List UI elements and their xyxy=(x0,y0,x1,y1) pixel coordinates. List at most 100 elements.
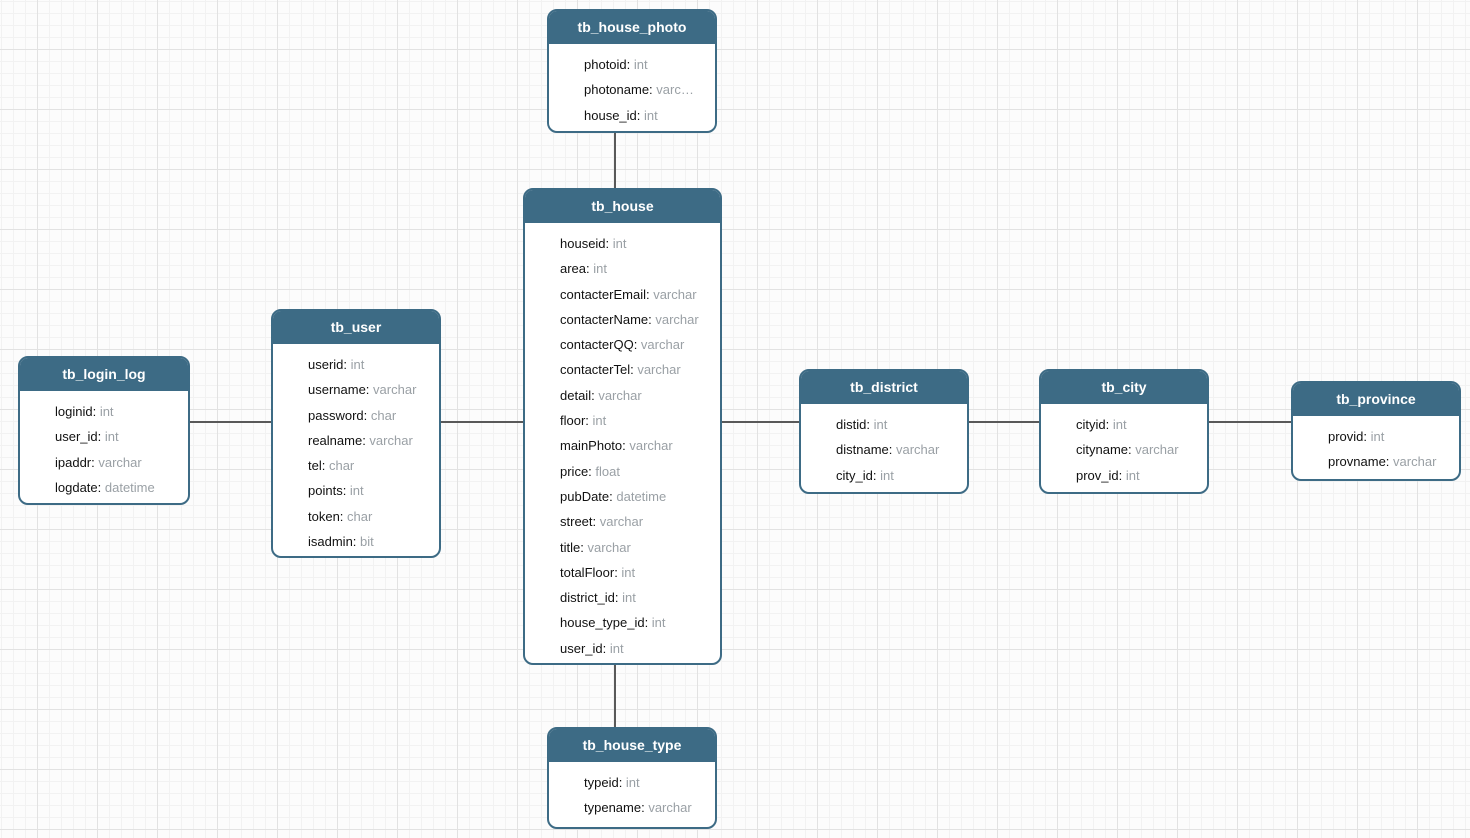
field-name-label: user_id: xyxy=(560,640,610,656)
field-tb_user-tel[interactable]: tel: char xyxy=(308,453,433,478)
field-type-label: varchar xyxy=(369,432,413,448)
field-tb_house-contacterName[interactable]: contacterName: varchar xyxy=(560,307,714,332)
field-tb_house-area[interactable]: area: int xyxy=(560,256,714,281)
entity-tb_user[interactable]: tb_user userid: int username: varchar pa… xyxy=(271,309,441,558)
field-type-label: char xyxy=(328,458,355,474)
field-tb_house-mainPhoto[interactable]: mainPhoto: varchar xyxy=(560,433,714,458)
field-type-label: varchar xyxy=(653,286,697,302)
field-tb_user-token[interactable]: token: char xyxy=(308,504,433,529)
entity-title: tb_province xyxy=(1336,391,1416,407)
connector-tb_user-to-tb_house[interactable] xyxy=(441,421,523,423)
entity-tb_house[interactable]: tb_house houseid: int area: int contacte… xyxy=(523,188,722,665)
field-name-label: points: xyxy=(308,483,350,499)
field-tb_login_log-user_id[interactable]: user_id: int xyxy=(55,424,182,449)
field-name-label: logdate: xyxy=(55,479,105,495)
field-tb_house-contacterEmail[interactable]: contacterEmail: varchar xyxy=(560,282,714,307)
field-tb_house-user_id[interactable]: user_id: int xyxy=(560,636,714,661)
entity-tb_house-header[interactable]: tb_house xyxy=(525,190,720,225)
field-type-label: bit xyxy=(360,534,374,550)
entity-tb_house_type-header[interactable]: tb_house_type xyxy=(549,729,715,764)
field-tb_login_log-ipaddr[interactable]: ipaddr: varchar xyxy=(55,450,182,475)
field-tb_house_type-typeid[interactable]: typeid: int xyxy=(584,770,709,795)
field-tb_house_photo-photoname[interactable]: photoname: varc… xyxy=(584,77,709,102)
field-tb_house_type-typename[interactable]: typename: varchar xyxy=(584,795,709,820)
field-name-label: district_id: xyxy=(560,590,623,606)
field-tb_city-cityid[interactable]: cityid: int xyxy=(1076,412,1201,437)
field-name-label: loginid: xyxy=(55,404,100,419)
field-type-label: datetime xyxy=(616,488,667,504)
field-tb_house_photo-house_id[interactable]: house_id: int xyxy=(584,103,709,128)
field-tb_house-contacterQQ[interactable]: contacterQQ: varchar xyxy=(560,332,714,357)
field-type-label: varchar xyxy=(637,362,681,378)
field-tb_login_log-loginid[interactable]: loginid: int xyxy=(55,399,182,424)
field-tb_city-prov_id[interactable]: prov_id: int xyxy=(1076,463,1201,488)
connector-tb_house-to-tb_district[interactable] xyxy=(722,421,799,423)
entity-tb_province-body: provid: int provname: varchar xyxy=(1293,418,1459,475)
field-tb_house-house_type_id[interactable]: house_type_id: int xyxy=(560,610,714,635)
entity-tb_house_photo-header[interactable]: tb_house_photo xyxy=(549,11,715,46)
field-type-label: int xyxy=(622,590,636,606)
field-tb_province-provid[interactable]: provid: int xyxy=(1328,424,1453,449)
field-tb_house-houseid[interactable]: houseid: int xyxy=(560,231,714,256)
field-tb_house-totalFloor[interactable]: totalFloor: int xyxy=(560,560,714,585)
entity-tb_house-body: houseid: int area: int contacterEmail: v… xyxy=(525,225,720,661)
field-name-label: cityname: xyxy=(1076,442,1136,458)
field-name-label: prov_id: xyxy=(1076,467,1126,483)
field-tb_login_log-logdate[interactable]: logdate: datetime xyxy=(55,475,182,500)
connector-tb_house_photo-to-tb_house[interactable] xyxy=(614,133,616,188)
field-tb_user-username[interactable]: username: varchar xyxy=(308,377,433,402)
field-name-label: tel: xyxy=(308,458,329,474)
entity-tb_province-header[interactable]: tb_province xyxy=(1293,383,1459,418)
field-name-label: contacterEmail: xyxy=(560,286,654,302)
field-name-label: house_type_id: xyxy=(560,615,652,631)
field-tb_district-distname[interactable]: distname: varchar xyxy=(836,437,961,462)
field-tb_house-floor[interactable]: floor: int xyxy=(560,408,714,433)
field-type-label: datetime xyxy=(104,479,155,495)
field-tb_house-street[interactable]: street: varchar xyxy=(560,509,714,534)
field-tb_district-city_id[interactable]: city_id: int xyxy=(836,463,961,488)
entity-tb_district[interactable]: tb_district distid: int distname: varcha… xyxy=(799,369,969,494)
field-tb_district-distid[interactable]: distid: int xyxy=(836,412,961,437)
field-tb_house-pubDate[interactable]: pubDate: datetime xyxy=(560,484,714,509)
field-type-label: varchar xyxy=(655,311,699,327)
field-tb_user-isadmin[interactable]: isadmin: bit xyxy=(308,529,433,554)
field-type-label: int xyxy=(880,467,894,483)
field-type-label: int xyxy=(1370,429,1385,444)
entity-tb_login_log[interactable]: tb_login_log loginid: int user_id: int i… xyxy=(18,356,190,505)
field-type-label: int xyxy=(633,57,648,72)
field-tb_house-detail[interactable]: detail: varchar xyxy=(560,383,714,408)
entity-tb_city[interactable]: tb_city cityid: int cityname: varchar pr… xyxy=(1039,369,1209,494)
field-type-label: int xyxy=(593,261,607,277)
field-name-label: detail: xyxy=(560,387,599,403)
field-tb_house_photo-photoid[interactable]: photoid: int xyxy=(584,52,709,77)
field-type-label: int xyxy=(349,483,364,499)
entity-tb_house_photo[interactable]: tb_house_photo photoid: int photoname: v… xyxy=(547,9,717,133)
field-type-label: int xyxy=(651,615,666,631)
entity-tb_house_type[interactable]: tb_house_type typeid: int typename: varc… xyxy=(547,727,717,829)
field-tb_user-realname[interactable]: realname: varchar xyxy=(308,428,433,453)
field-tb_city-cityname[interactable]: cityname: varchar xyxy=(1076,437,1201,462)
entity-tb_city-header[interactable]: tb_city xyxy=(1041,371,1207,406)
field-tb_house-title[interactable]: title: varchar xyxy=(560,535,714,560)
entity-tb_user-header[interactable]: tb_user xyxy=(273,311,439,346)
field-tb_user-userid[interactable]: userid: int xyxy=(308,352,433,377)
field-name-label: photoname: xyxy=(584,82,657,98)
field-tb_house-district_id[interactable]: district_id: int xyxy=(560,585,714,610)
entity-tb_login_log-header[interactable]: tb_login_log xyxy=(20,358,188,393)
field-name-label: area: xyxy=(560,261,594,277)
field-tb_user-points[interactable]: points: int xyxy=(308,478,433,503)
entity-tb_province[interactable]: tb_province provid: int provname: varcha… xyxy=(1291,381,1461,481)
entity-tb_district-header[interactable]: tb_district xyxy=(801,371,967,406)
connector-tb_house-to-tb_house_type[interactable] xyxy=(614,665,616,727)
connector-tb_city-to-tb_province[interactable] xyxy=(1209,421,1291,423)
connector-tb_district-to-tb_city[interactable] xyxy=(969,421,1039,423)
field-tb_house-price[interactable]: price: float xyxy=(560,459,714,484)
field-tb_user-password[interactable]: password: char xyxy=(308,403,433,428)
field-type-label: char xyxy=(347,508,373,524)
field-name-label: contacterTel: xyxy=(560,362,638,378)
field-type-label: int xyxy=(625,775,640,790)
field-tb_province-provname[interactable]: provname: varchar xyxy=(1328,449,1453,474)
field-tb_house-contacterTel[interactable]: contacterTel: varchar xyxy=(560,357,714,382)
connector-tb_login_log-to-tb_user[interactable] xyxy=(190,421,271,423)
